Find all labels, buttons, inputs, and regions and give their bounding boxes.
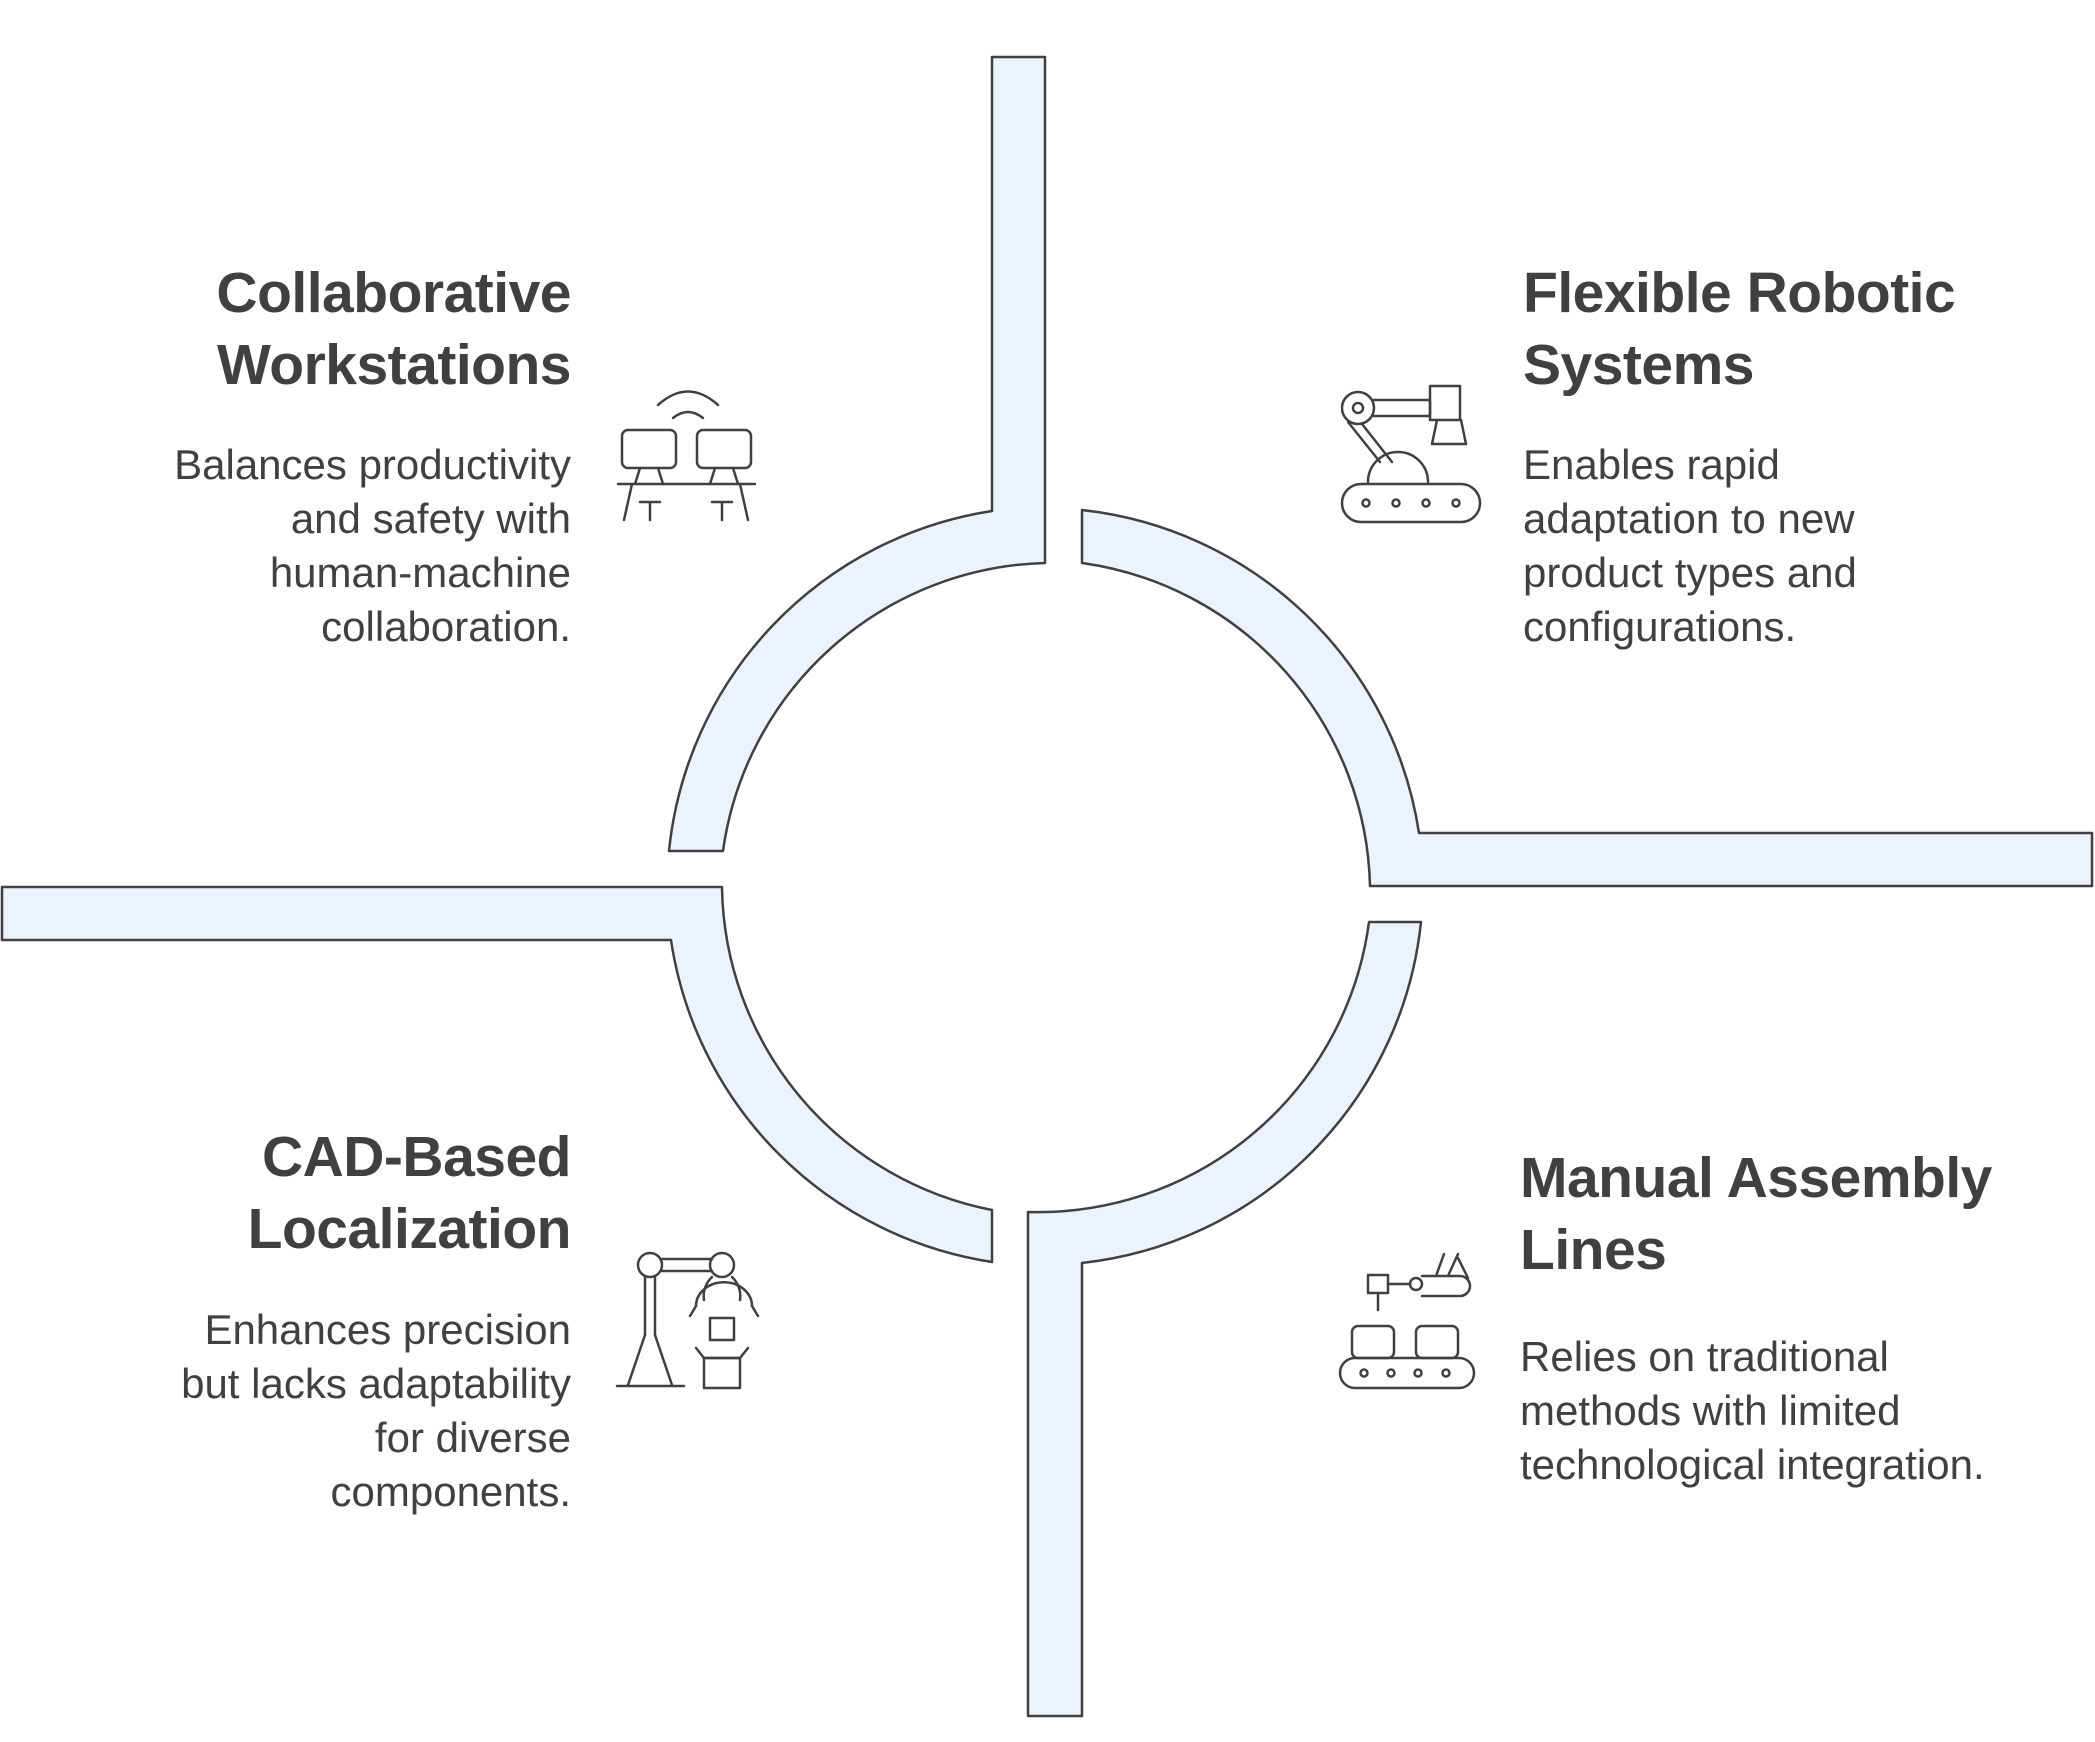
band-bottom-left <box>0 885 994 1264</box>
desc-line: human-machine <box>269 549 571 596</box>
desc-line: components. <box>330 1468 571 1515</box>
title-line-2: Localization <box>247 1197 572 1261</box>
desc-line: technological integration. <box>1520 1441 1985 1488</box>
title-line-2: Workstations <box>216 333 572 397</box>
desc-line: Enables rapid <box>1523 441 1780 488</box>
desc-collaborative-workstations: Balances productivity and safety with hu… <box>174 438 571 654</box>
desc-line: adaptation to new <box>1523 495 1855 542</box>
robot-gantry-icon <box>615 1251 760 1390</box>
title-line-2: Systems <box>1523 333 1755 397</box>
desc-line: Relies on traditional <box>1520 1333 1889 1380</box>
desc-flexible-robotic-systems: Enables rapid adaptation to new product … <box>1523 438 1857 654</box>
desc-line: product types and <box>1523 549 1857 596</box>
desc-line: for diverse <box>374 1414 571 1461</box>
assembly-line-icon <box>1338 1252 1476 1390</box>
robotic-arm-conveyor-icon <box>1340 384 1482 524</box>
desc-line: collaboration. <box>321 603 571 650</box>
desc-line: configurations. <box>1523 603 1797 650</box>
desc-line: but lacks adaptability <box>181 1360 571 1407</box>
title-line-1: Collaborative <box>216 261 571 325</box>
title-manual-assembly-lines: Manual Assembly Lines <box>1520 1142 1992 1286</box>
desc-line: Enhances precision <box>204 1306 571 1353</box>
band-bottom-right <box>1026 920 1423 1718</box>
band-top-left <box>667 55 1047 853</box>
title-line-1: CAD-Based <box>261 1125 572 1189</box>
desc-line: Balances productivity <box>174 441 571 488</box>
title-line-2: Lines <box>1520 1218 1667 1282</box>
desc-line: methods with limited <box>1520 1387 1901 1434</box>
desc-manual-assembly-lines: Relies on traditional methods with limit… <box>1520 1330 1985 1492</box>
title-cad-based-localization: CAD-Based Localization <box>247 1121 572 1265</box>
title-line-1: Manual Assembly <box>1520 1146 1992 1210</box>
desc-cad-based-localization: Enhances precision but lacks adaptabilit… <box>181 1303 571 1519</box>
workstations-icon <box>616 390 757 522</box>
desc-line: and safety with <box>290 495 571 542</box>
title-flexible-robotic-systems: Flexible Robotic Systems <box>1523 257 1956 401</box>
title-line-1: Flexible Robotic <box>1523 261 1956 325</box>
title-collaborative-workstations: Collaborative Workstations <box>216 257 571 401</box>
band-top-right <box>1080 508 2094 888</box>
